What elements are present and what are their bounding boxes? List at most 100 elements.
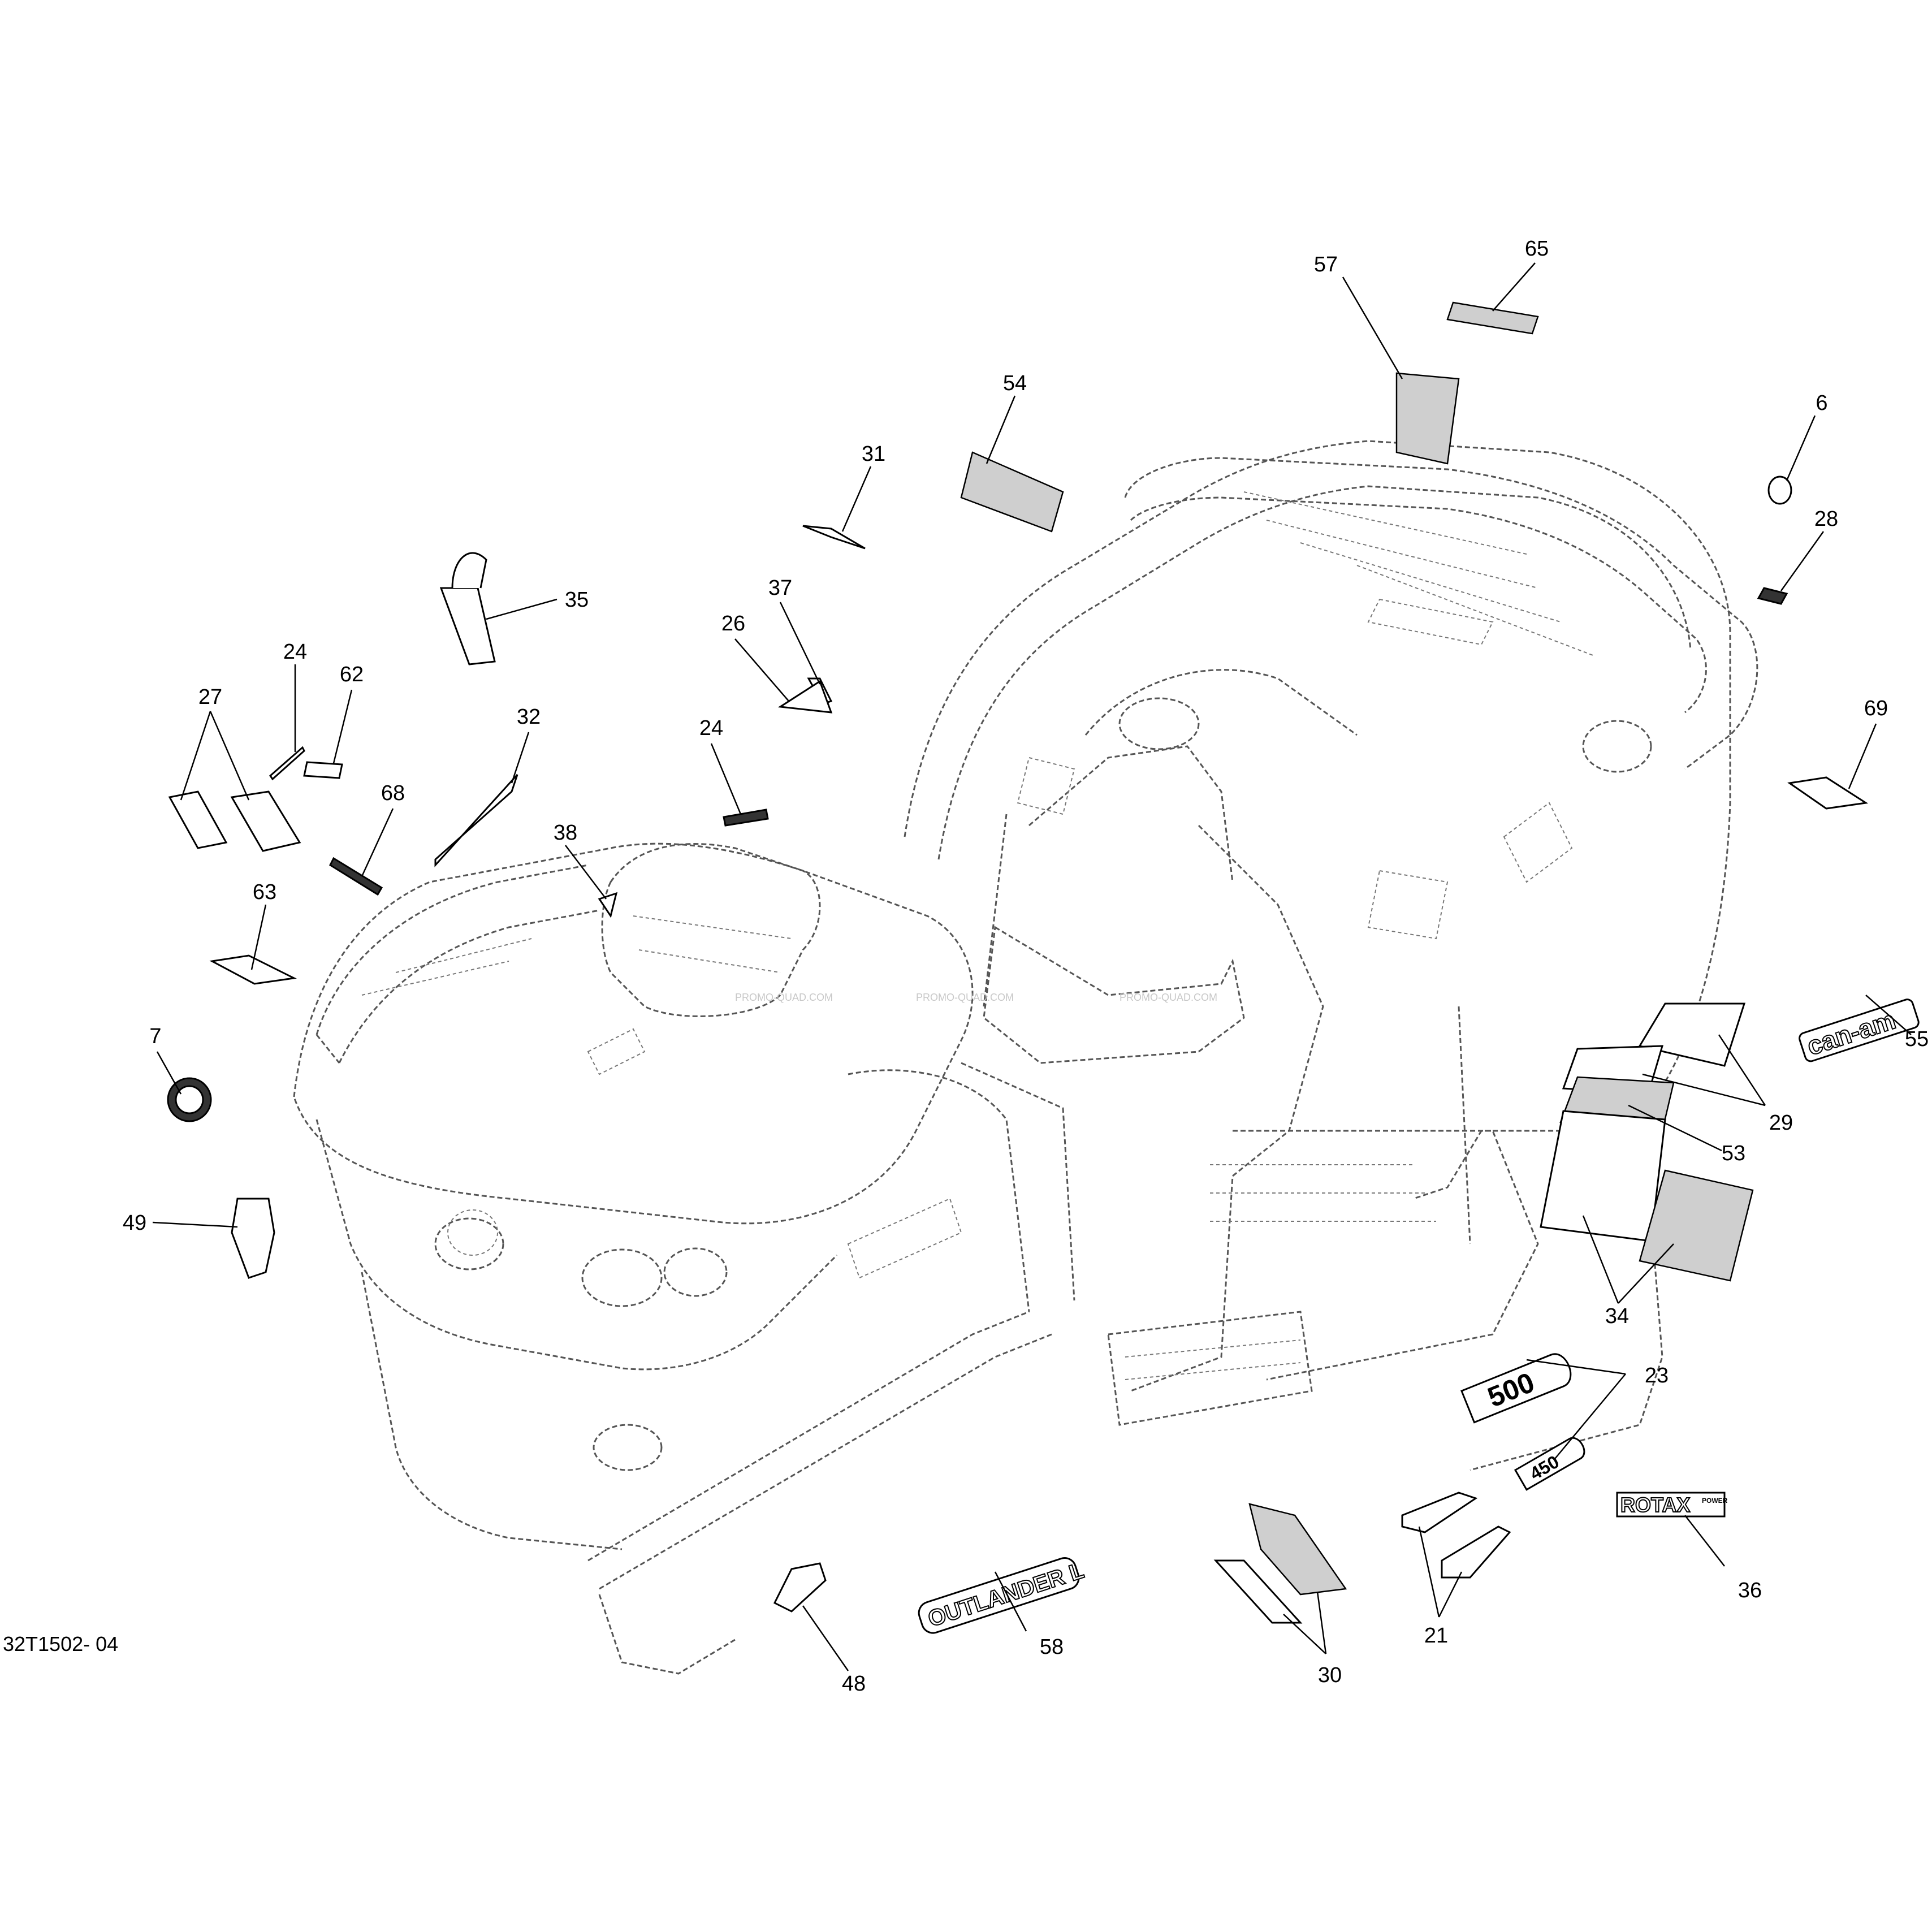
watermark: PROMO-QUAD.COM: [916, 992, 1014, 1003]
leader-29b: [1642, 1073, 1766, 1107]
callout-35: 35: [565, 588, 589, 612]
callout-labels: 65 57 54 6 31 28 35 37 26 24 62 27 32 24…: [123, 237, 1929, 1696]
callout-7: 7: [149, 1025, 161, 1048]
leader-63: [250, 904, 267, 970]
decal-24a: [269, 746, 305, 781]
callout-54: 54: [1003, 371, 1027, 395]
leader-21a: [1418, 1526, 1440, 1618]
callout-32: 32: [517, 705, 541, 729]
decal-30b: [1248, 1503, 1347, 1596]
decal-30a: [1213, 1559, 1303, 1624]
callout-26: 26: [721, 612, 745, 636]
decal-55: can-am: [1799, 999, 1920, 1062]
leader-69: [1848, 723, 1877, 789]
callout-38: 38: [554, 821, 577, 845]
leader-23a: [1526, 1359, 1626, 1375]
leader-54: [986, 395, 1016, 464]
leader-62: [332, 689, 353, 764]
callout-6: 6: [1816, 391, 1827, 415]
decal-35-strap: [451, 552, 487, 589]
leader-27a: [180, 711, 211, 801]
callout-49: 49: [123, 1211, 146, 1235]
decal-63: [209, 954, 297, 985]
decal-55-text: can-am: [1804, 1005, 1899, 1061]
decal-34a: [1540, 1110, 1666, 1242]
leader-65: [1492, 262, 1536, 312]
callout-62: 62: [340, 663, 364, 686]
watermark-group: PROMO-QUAD.COM PROMO-QUAD.COM PROMO-QUAD…: [735, 992, 1217, 1003]
decal-36: ROTAX POWER: [1616, 1492, 1728, 1518]
decal-48: [773, 1562, 827, 1613]
decal-7-inner: [175, 1085, 204, 1114]
callout-24b: 24: [699, 716, 723, 740]
decal-32: [434, 773, 518, 867]
decal-54: [960, 451, 1064, 533]
callout-55: 55: [1905, 1027, 1929, 1051]
leader-34b: [1618, 1243, 1674, 1304]
leader-30a: [1283, 1614, 1326, 1654]
callout-69: 69: [1864, 697, 1888, 720]
leader-68: [361, 808, 394, 877]
callout-53: 53: [1722, 1142, 1745, 1165]
decal-34b: [1639, 1169, 1754, 1282]
leader-29a: [1718, 1034, 1766, 1106]
decal-29a: [1638, 1002, 1746, 1067]
leader-6: [1786, 415, 1816, 481]
leader-36: [1684, 1515, 1725, 1567]
callout-28: 28: [1814, 507, 1838, 531]
document-id: 32T1502- 04: [3, 1632, 118, 1656]
decal-27a: [168, 790, 228, 849]
callout-21: 21: [1424, 1624, 1448, 1648]
decal-31: [802, 525, 866, 550]
leader-28: [1780, 531, 1825, 591]
decal-21b: [1441, 1525, 1511, 1579]
leader-53: [1628, 1104, 1722, 1152]
decal-69: [1787, 776, 1869, 810]
decal-21a: [1401, 1492, 1478, 1533]
atv-body-outline: [293, 440, 1758, 1675]
callout-57: 57: [1314, 253, 1338, 276]
decal-57: [1395, 372, 1460, 465]
leader-21b: [1438, 1571, 1463, 1618]
leader-57: [1342, 276, 1403, 379]
decals: can-am 500 450 ROTAX POWER: [167, 301, 1920, 1634]
callout-58: 58: [1040, 1635, 1064, 1659]
callout-48: 48: [842, 1672, 866, 1696]
callout-30: 30: [1318, 1663, 1342, 1687]
decal-36-text: ROTAX: [1620, 1493, 1690, 1516]
leader-58: [994, 1571, 1027, 1632]
decal-23b: 450: [1514, 1437, 1585, 1491]
decal-49: [231, 1198, 275, 1279]
leader-34a: [1582, 1215, 1619, 1304]
leader-30b: [1316, 1591, 1327, 1654]
decal-65: [1446, 301, 1539, 335]
leader-37: [779, 602, 821, 685]
callout-34: 34: [1605, 1304, 1629, 1328]
decal-24b: [723, 809, 769, 827]
decal-28: [1757, 587, 1788, 605]
watermark: PROMO-QUAD.COM: [735, 992, 833, 1003]
decal-6: [1767, 476, 1792, 505]
callout-63: 63: [253, 880, 276, 904]
leader-49: [152, 1221, 238, 1228]
callout-37: 37: [768, 576, 792, 600]
callout-27: 27: [198, 685, 222, 709]
decal-35: [439, 587, 496, 665]
leader-48: [802, 1605, 849, 1671]
leader-35: [486, 598, 557, 620]
leader-23b: [1554, 1373, 1626, 1459]
decal-23a: 500: [1460, 1353, 1572, 1424]
callout-29: 29: [1769, 1111, 1793, 1135]
callout-65: 65: [1525, 237, 1549, 261]
leader-lines: [152, 262, 1912, 1671]
leader-24b: [710, 743, 742, 815]
leader-31: [841, 466, 872, 532]
callout-68: 68: [381, 781, 405, 805]
leader-38: [565, 845, 607, 900]
watermark: PROMO-QUAD.COM: [1120, 992, 1217, 1003]
callout-23: 23: [1645, 1364, 1669, 1388]
callout-31: 31: [862, 442, 885, 466]
decal-58: OUTLANDER L: [918, 1557, 1087, 1634]
leader-26: [734, 638, 789, 702]
decal-27b: [230, 790, 301, 852]
